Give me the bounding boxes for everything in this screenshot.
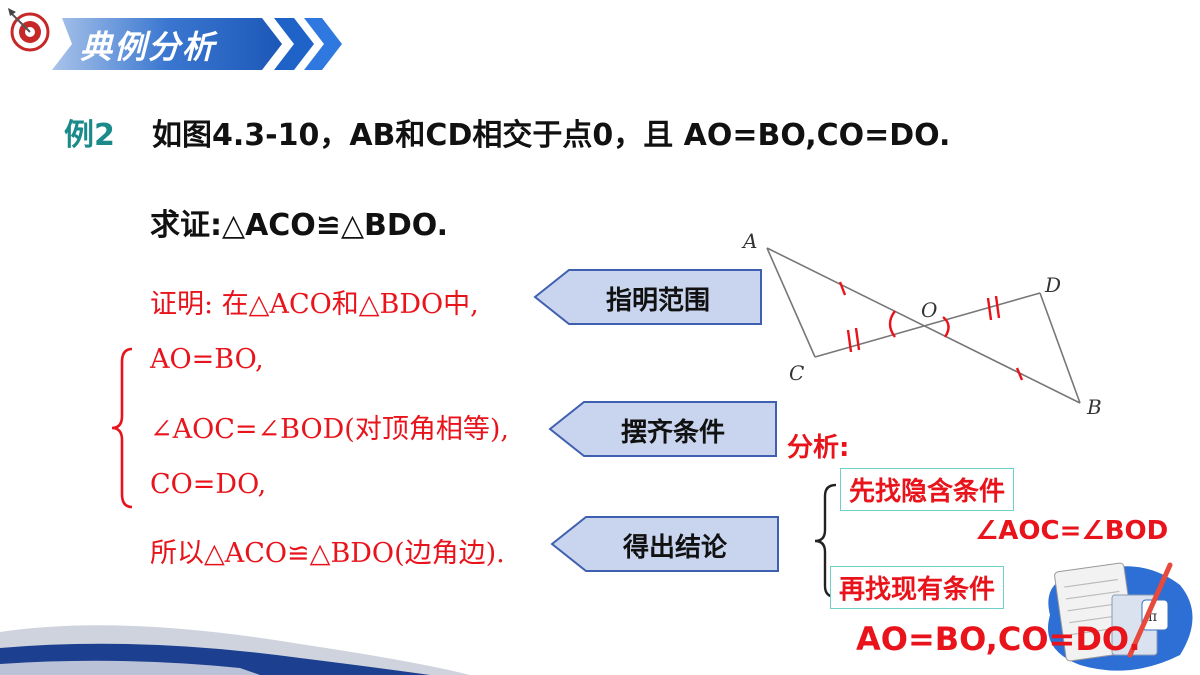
hidden-condition-value: ∠AOC=∠BOD — [975, 516, 1169, 546]
callout-range-label: 指明范围 — [605, 286, 710, 316]
label-o: O — [921, 298, 937, 322]
math-notebook-icon: π — [1048, 562, 1193, 671]
angle-mark-left — [888, 310, 896, 338]
callout-conditions-shape — [548, 401, 777, 457]
bottom-wave-decoration — [0, 625, 470, 675]
callout-conclude-label: 得出结论 — [622, 533, 727, 563]
segment-db — [1039, 292, 1081, 404]
analysis-title: 分析: — [787, 433, 850, 463]
label-a: A — [741, 229, 757, 253]
hidden-condition-box: 先找隐含条件 — [840, 468, 1015, 511]
proof-brace — [111, 347, 133, 509]
segment-cd — [814, 292, 1041, 358]
label-d: D — [1044, 273, 1061, 297]
header-title: 典例分析 — [80, 28, 217, 66]
header-banner — [52, 18, 342, 70]
tick-do-2 — [994, 295, 1001, 319]
segment-ac — [766, 247, 816, 358]
proof-conclusion: 所以△ACO≌△BDO(边角边). — [150, 538, 505, 569]
analysis-brace — [814, 483, 837, 599]
angle-mark-right — [942, 316, 950, 338]
geometry-figure: A D O C B — [741, 229, 1102, 419]
svg-text:π: π — [1148, 609, 1157, 625]
existing-condition-box: 再找现有条件 — [830, 566, 1005, 609]
prove-statement: 求证:△ACO≌△BDO. — [150, 208, 449, 243]
callout-range-shape — [533, 269, 762, 325]
example-label: 例2 — [64, 118, 115, 153]
proof-intro: 证明: 在△ACO和△BDO中, — [150, 289, 479, 320]
example-statement: 如图4.3-10，AB和CD相交于点0，且 AO=BO,CO=DO. — [152, 118, 951, 153]
existing-condition-value: AO=BO,CO=DO. — [856, 620, 1141, 658]
label-b: B — [1086, 395, 1102, 419]
proof-line-1: AO=BO, — [150, 344, 264, 375]
callout-conditions-label: 摆齐条件 — [620, 418, 725, 448]
tick-bo — [1015, 367, 1024, 381]
tick-co-1 — [846, 329, 853, 353]
proof-line-3: CO=DO, — [150, 469, 267, 500]
tick-co-2 — [854, 327, 861, 351]
target-dart-icon — [8, 8, 50, 52]
proof-line-2: ∠AOC=∠BOD(对顶角相等), — [150, 414, 509, 445]
label-c: C — [789, 361, 804, 385]
callout-conclude-shape — [550, 516, 779, 572]
tick-do-1 — [986, 297, 993, 321]
tick-ao — [838, 281, 847, 296]
